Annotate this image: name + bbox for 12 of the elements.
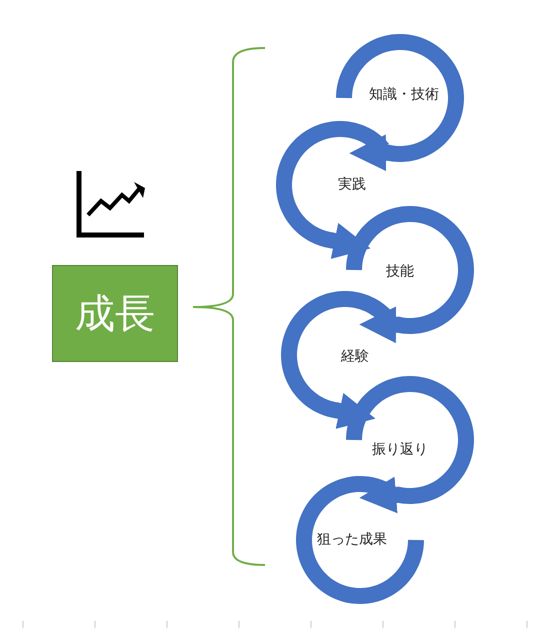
- step-label: 狙った成果: [317, 532, 387, 548]
- arrow: [328, 222, 371, 259]
- arrow: [359, 476, 401, 514]
- arrow: [334, 392, 376, 429]
- arrow: [359, 306, 400, 344]
- step-label: 実践: [338, 176, 366, 194]
- step-label: 技能: [386, 264, 414, 280]
- title-box: 成長: [52, 265, 178, 362]
- step-label: 知識・技術: [369, 86, 439, 104]
- step-label: 振り返り: [372, 442, 428, 458]
- step-label: 経験: [341, 348, 369, 366]
- arrow: [349, 134, 390, 172]
